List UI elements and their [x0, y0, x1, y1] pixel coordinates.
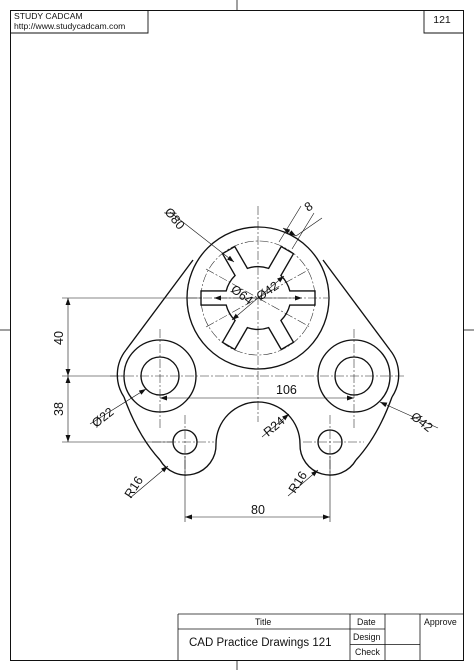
- dim-h106: 106: [276, 383, 297, 397]
- dimension-lines: [62, 205, 439, 522]
- dimension-texts: Ø80 8 Ø64 Ø42 40 38 106 Ø22 Ø42 R24 R16 …: [52, 199, 435, 517]
- dim-slot-width: 8: [302, 199, 316, 215]
- dim-v38: 38: [52, 402, 66, 416]
- dim-v40: 40: [52, 331, 66, 345]
- dim-r24: R24: [261, 414, 288, 439]
- approve-label: Approve: [424, 617, 457, 627]
- spline-bore: [200, 245, 316, 351]
- holes: [123, 339, 391, 455]
- dim-right-hole-dia: Ø42: [408, 409, 435, 435]
- title-value: CAD Practice Drawings 121: [189, 637, 332, 649]
- dim-h80: 80: [251, 503, 265, 517]
- right-small-hole: [317, 429, 343, 455]
- sheet-number: 121: [433, 14, 451, 26]
- right-hub-hole: [334, 356, 374, 396]
- date-label: Date: [357, 617, 376, 627]
- title-header: Title: [255, 617, 272, 627]
- left-hub-hole: [140, 356, 180, 396]
- dim-left-hole-dia: Ø22: [89, 405, 116, 431]
- header-info: STUDY CADCAM http://www.studycadcam.com: [14, 11, 125, 31]
- title-block-frame: [177, 613, 464, 661]
- dim-outer-dia: Ø80: [162, 205, 188, 232]
- right-hub-outer: [317, 339, 391, 413]
- dim-right-r16: R16: [286, 469, 310, 496]
- design-label: Design: [353, 632, 381, 642]
- company-name: STUDY CADCAM: [14, 11, 83, 21]
- left-small-hole: [172, 429, 198, 455]
- company-url: http://www.studycadcam.com: [14, 21, 126, 31]
- check-label: Check: [355, 647, 380, 657]
- part-outline: [116, 226, 400, 476]
